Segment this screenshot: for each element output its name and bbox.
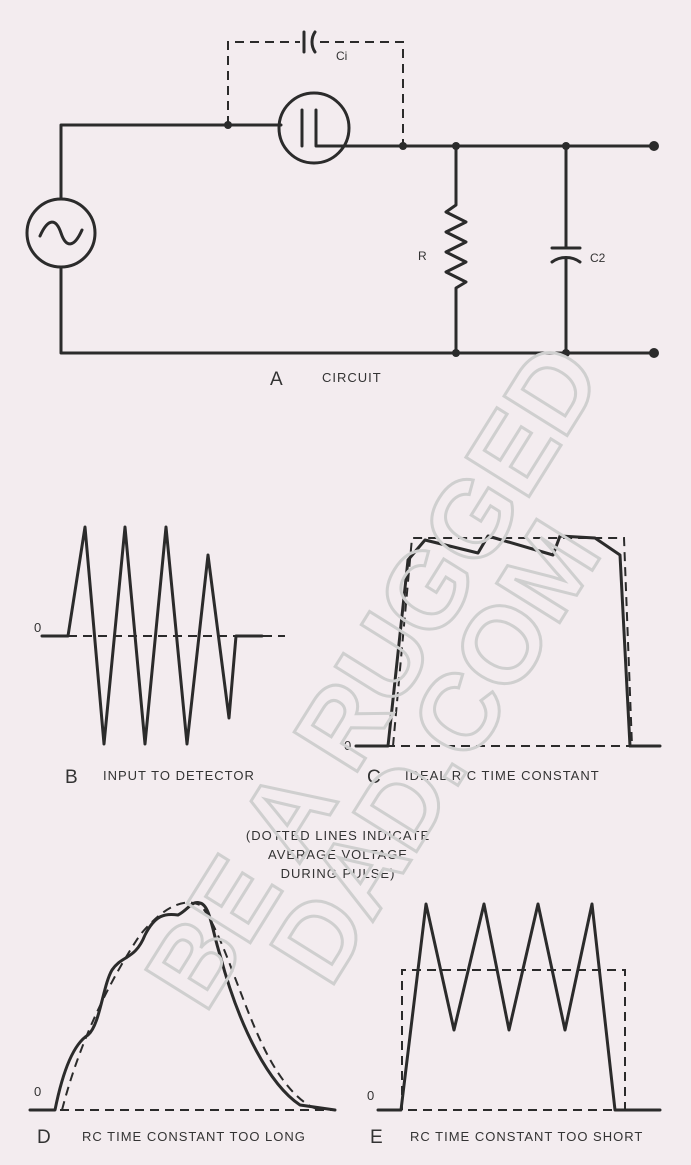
panel-d-waveform bbox=[28, 900, 337, 1112]
dotted-lines-note: (DOTTED LINES INDICATE AVERAGE VOLTAGE D… bbox=[246, 828, 430, 881]
diode-plates bbox=[300, 108, 351, 148]
diode-tube-icon bbox=[277, 91, 351, 165]
panel-c-waveform bbox=[354, 534, 662, 748]
note-line-2: AVERAGE VOLTAGE bbox=[268, 847, 408, 862]
panel-b-input-waveform: 0 B INPUT TO DETECTOR bbox=[34, 525, 285, 788]
ci-capacitor-icon bbox=[302, 30, 317, 54]
junction-dot bbox=[224, 121, 232, 129]
ci-dashed-path bbox=[227, 41, 404, 146]
panel-b-zero: 0 bbox=[34, 620, 41, 635]
panel-c-ideal-waveform: 0 C IDEAL R C TIME CONSTANT bbox=[344, 534, 662, 788]
junction-dot bbox=[399, 142, 407, 150]
panel-d-average-dashed bbox=[61, 901, 321, 1111]
ci-label: Ci bbox=[336, 49, 347, 63]
output-terminal bbox=[649, 141, 659, 151]
resistor-icon bbox=[444, 144, 468, 355]
panel-d-caption: RC TIME CONSTANT TOO LONG bbox=[82, 1129, 306, 1144]
c2-label: C2 bbox=[590, 251, 606, 265]
output-terminal bbox=[649, 348, 659, 358]
note-line-1: (DOTTED LINES INDICATE bbox=[246, 828, 430, 843]
panel-d-zero: 0 bbox=[34, 1084, 41, 1099]
watermark: BE A RUGGED DAD.COM bbox=[120, 322, 625, 1029]
panel-e-caption: RC TIME CONSTANT TOO SHORT bbox=[410, 1129, 643, 1144]
panel-b-waveform bbox=[40, 525, 264, 746]
ac-sine-icon bbox=[38, 220, 84, 246]
circuit-diagram: Ci R C2 A CIRCUIT bbox=[25, 30, 659, 390]
panel-e-letter: E bbox=[370, 1127, 383, 1148]
panel-e-too-short-waveform: 0 E RC TIME CONSTANT TOO SHORT bbox=[367, 902, 662, 1148]
note-line-3: DURING PULSE) bbox=[281, 866, 396, 881]
r-label: R bbox=[418, 249, 427, 263]
panel-e-average-dashed bbox=[401, 969, 626, 1110]
panel-e-waveform bbox=[376, 902, 662, 1112]
panel-c-caption: IDEAL R C TIME CONSTANT bbox=[405, 768, 600, 783]
panel-c-letter: C bbox=[367, 767, 381, 788]
circuit-letter: A bbox=[270, 369, 283, 390]
circuit-caption: CIRCUIT bbox=[322, 370, 382, 385]
panel-b-letter: B bbox=[65, 767, 78, 788]
panel-d-letter: D bbox=[37, 1127, 51, 1148]
panel-b-caption: INPUT TO DETECTOR bbox=[103, 768, 255, 783]
c2-capacitor-icon bbox=[550, 144, 582, 355]
panel-c-zero: 0 bbox=[344, 738, 351, 753]
source-top-wire bbox=[59, 123, 283, 201]
panel-d-too-long-waveform: 0 D RC TIME CONSTANT TOO LONG bbox=[28, 900, 337, 1148]
panel-e-zero: 0 bbox=[367, 1088, 374, 1103]
